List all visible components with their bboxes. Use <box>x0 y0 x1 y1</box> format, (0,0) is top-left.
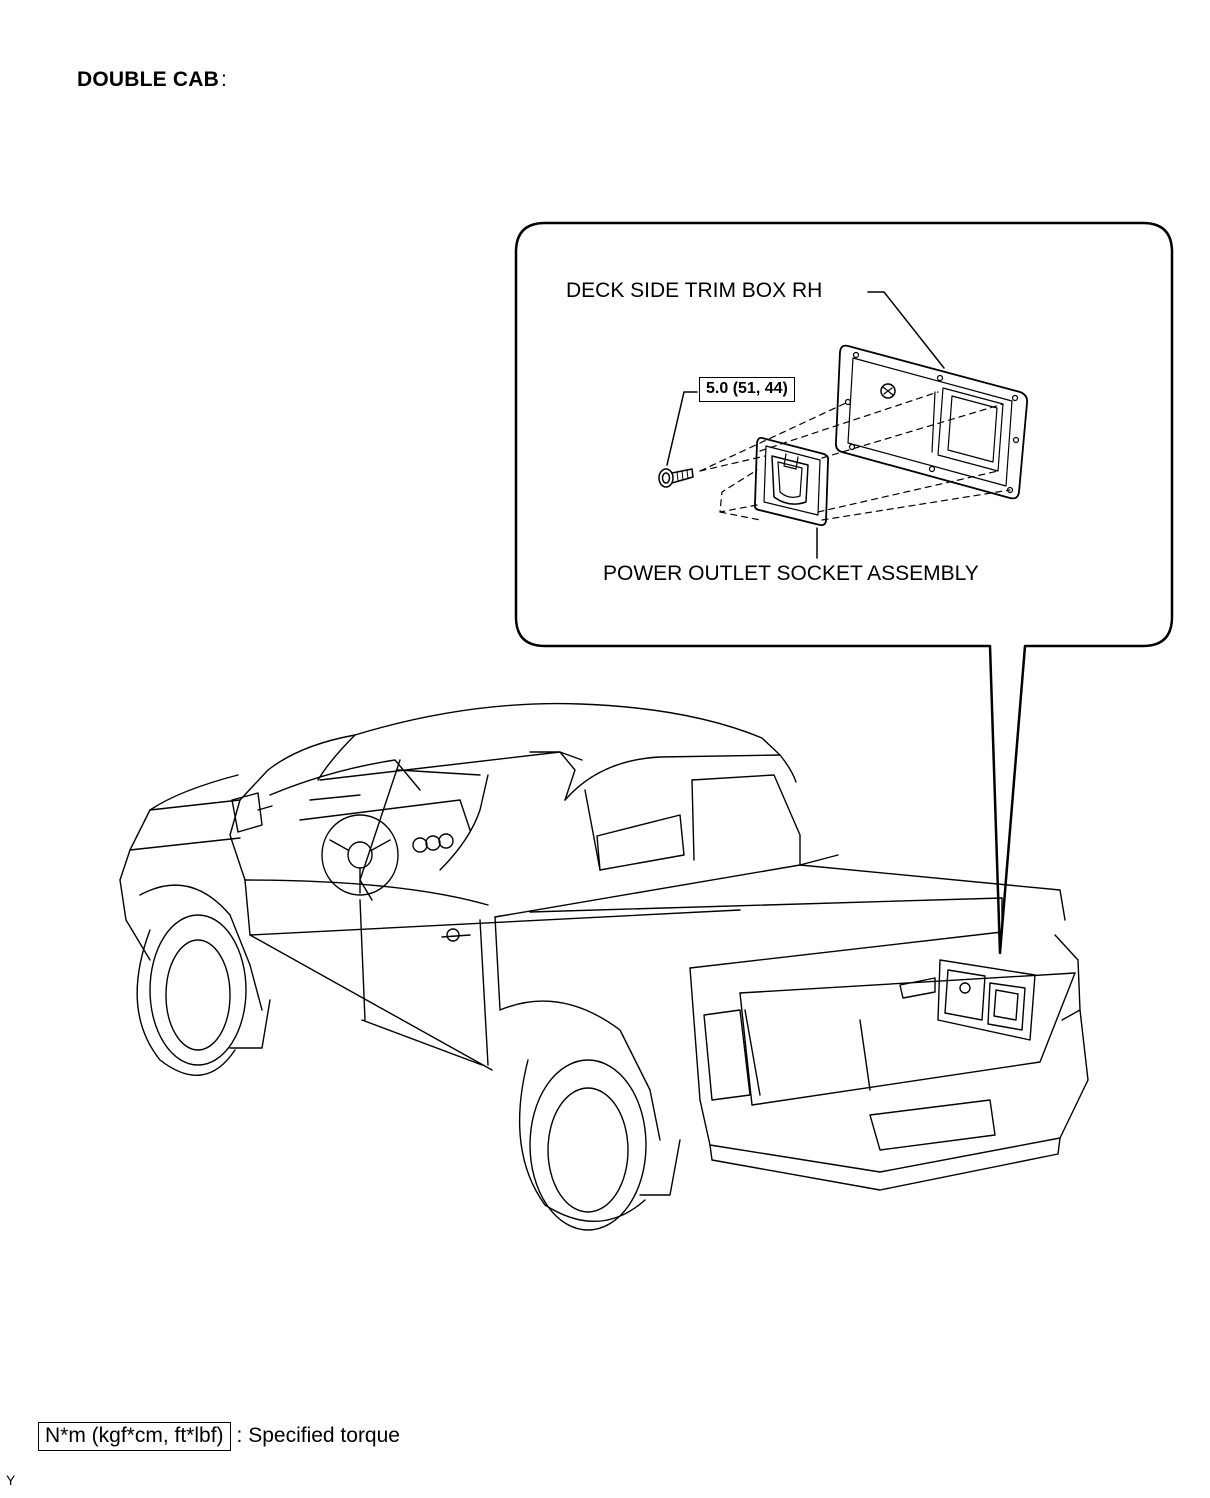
torque-unit-box: N*m (kgf*cm, ft*lbf) <box>38 1422 231 1451</box>
deck-side-trim-box-label: DECK SIDE TRIM BOX RH <box>566 279 823 302</box>
diagram-title: DOUBLE CAB: <box>77 68 228 91</box>
torque-legend-description: : Specified torque <box>236 1424 400 1447</box>
alignment-dashed-lines <box>699 391 1011 521</box>
callout-bubble <box>514 221 1174 955</box>
torque-spec-box: 5.0 (51, 44) <box>699 377 795 402</box>
figure-code: Y <box>6 1472 16 1488</box>
screw <box>658 468 694 488</box>
power-outlet-socket <box>753 436 830 527</box>
leader-lines <box>666 291 945 559</box>
deck-side-trim-box <box>834 344 1029 500</box>
pickup-truck-illustration <box>119 702 1089 1231</box>
torque-legend: N*m (kgf*cm, ft*lbf): Specified torque <box>38 1422 400 1451</box>
power-outlet-socket-label: POWER OUTLET SOCKET ASSEMBLY <box>603 562 979 585</box>
